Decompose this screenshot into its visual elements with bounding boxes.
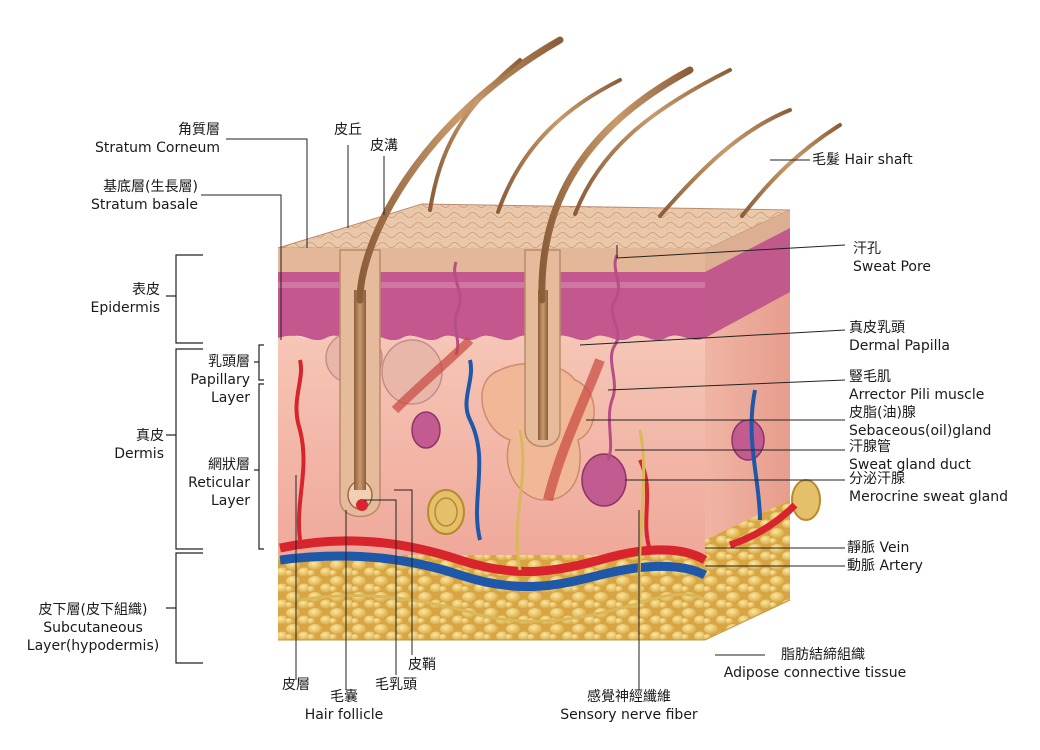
stratum-basale-band — [278, 272, 705, 341]
hair-shafts — [356, 36, 842, 304]
label-papillary-layer: 乳頭層 Papillary Layer — [150, 353, 250, 407]
label-arrector-pili-en: Arrector Pili muscle — [849, 387, 985, 403]
label-subcutaneous-zh: 皮下層(皮下組織) — [38, 602, 148, 618]
pacinian-corpuscle — [427, 489, 465, 535]
label-epidermis: 表皮 Epidermis — [60, 281, 160, 317]
label-skin-furrow-zh: 皮溝 — [370, 138, 398, 154]
label-skin-furrow: 皮溝 — [362, 137, 406, 155]
label-stratum-corneum-zh: 角質層 — [178, 122, 220, 138]
label-sweat-gland-duct: 汗腺管 Sweat gland duct — [849, 438, 971, 474]
leader-lines — [201, 138, 846, 690]
label-subcutaneous-en2: Layer(hypodermis) — [26, 638, 160, 654]
label-papillary-en2: Layer — [210, 390, 250, 406]
label-sebaceous-en: Sebaceous(oil)gland — [849, 423, 992, 439]
label-dermal-papilla-zh: 真皮乳頭 — [849, 320, 905, 336]
label-sweat-pore-en: Sweat Pore — [853, 259, 932, 275]
label-dermal-papilla-en: Dermal Papilla — [849, 338, 950, 354]
label-papillary-zh: 乳頭層 — [208, 354, 250, 370]
label-dermis: 真皮 Dermis — [60, 427, 164, 463]
label-sensory-nerve-zh: 感覺神經纖維 — [587, 689, 671, 705]
label-adipose-en: Adipose connective tissue — [723, 665, 907, 681]
label-merocrine-en: Merocrine sweat gland — [849, 489, 1008, 505]
label-sensory-nerve: 感覺神經纖維 Sensory nerve fiber — [549, 688, 709, 724]
arrector-pili-muscle — [543, 358, 605, 502]
label-dermal-papilla: 真皮乳頭 Dermal Papilla — [849, 319, 950, 355]
label-hair-shaft: 毛髮 Hair shaft — [812, 151, 913, 169]
label-vein: 靜脈 Vein — [847, 539, 909, 557]
label-sebaceous-zh: 皮脂(油)腺 — [849, 405, 916, 421]
label-reticular-layer: 網狀層 Reticular Layer — [150, 456, 250, 510]
label-sweat-duct-zh: 汗腺管 — [849, 439, 891, 455]
label-sweat-pore: 汗孔 Sweat Pore — [853, 240, 931, 276]
label-hair-follicle: 毛囊 Hair follicle — [294, 688, 394, 724]
label-arrector-pili-zh: 豎毛肌 — [849, 369, 891, 385]
hair-follicle-left — [339, 249, 381, 518]
skin-surface — [277, 203, 791, 251]
label-merocrine-sweat-gland: 分泌汗腺 Merocrine sweat gland — [849, 470, 1008, 506]
label-root-sheath-zh: 皮鞘 — [408, 657, 436, 673]
label-sensory-nerve-en: Sensory nerve fiber — [560, 707, 698, 723]
label-vein-text: 靜脈 Vein — [847, 540, 910, 556]
label-hair-shaft-text: 毛髮 Hair shaft — [812, 152, 913, 168]
label-papillary-en1: Papillary — [190, 372, 250, 388]
label-sebaceous-gland: 皮脂(油)腺 Sebaceous(oil)gland — [849, 404, 991, 440]
label-dermis-zh: 真皮 — [136, 428, 164, 444]
hair-papilla — [356, 499, 368, 511]
label-dermis-en: Dermis — [114, 446, 164, 462]
label-epidermis-zh: 表皮 — [132, 282, 160, 298]
label-adipose-zh: 脂肪結締組織 — [781, 647, 865, 663]
label-dermal-layer-root: 皮層 — [276, 676, 316, 694]
label-dermal-layer-root-zh: 皮層 — [282, 677, 310, 693]
label-hair-follicle-en: Hair follicle — [304, 707, 384, 723]
sweat-gland — [411, 411, 765, 507]
label-skin-ridge: 皮丘 — [328, 121, 368, 139]
label-reticular-zh: 網狀層 — [208, 457, 250, 473]
label-merocrine-zh: 分泌汗腺 — [849, 471, 905, 487]
label-stratum-corneum-en: Stratum Corneum — [94, 140, 220, 156]
veins — [279, 359, 762, 591]
label-sweat-duct-en: Sweat gland duct — [849, 457, 971, 473]
label-subcutaneous-en1: Subcutaneous — [43, 620, 143, 636]
label-arrector-pili: 豎毛肌 Arrector Pili muscle — [849, 368, 984, 404]
hair-follicle-right — [524, 249, 561, 448]
label-sweat-pore-zh: 汗孔 — [853, 241, 881, 257]
label-stratum-basale-zh: 基底層(生長層) — [103, 179, 198, 195]
label-artery-text: 動脈 Artery — [847, 558, 923, 574]
label-hair-papilla-zh: 毛乳頭 — [375, 677, 417, 693]
label-skin-ridge-zh: 皮丘 — [334, 122, 362, 138]
label-epidermis-en: Epidermis — [90, 300, 160, 316]
sweat-gland-duct — [606, 254, 621, 461]
label-stratum-basale: 基底層(生長層) Stratum basale — [40, 178, 198, 214]
label-stratum-corneum: 角質層 Stratum Corneum — [70, 121, 220, 157]
layer-brackets — [166, 254, 264, 664]
label-reticular-en1: Reticular — [188, 475, 250, 491]
label-subcutaneous: 皮下層(皮下組織) Subcutaneous Layer(hypodermis) — [18, 601, 168, 655]
label-adipose-tissue: 脂肪結締組織 Adipose connective tissue — [715, 646, 915, 682]
label-reticular-en2: Layer — [210, 493, 250, 509]
label-artery: 動脈 Artery — [847, 557, 923, 575]
label-hair-papilla: 毛乳頭 — [368, 676, 424, 694]
label-stratum-basale-en: Stratum basale — [90, 197, 198, 213]
label-hair-follicle-zh: 毛囊 — [330, 689, 358, 705]
label-root-sheath: 皮鞘 — [402, 656, 442, 674]
